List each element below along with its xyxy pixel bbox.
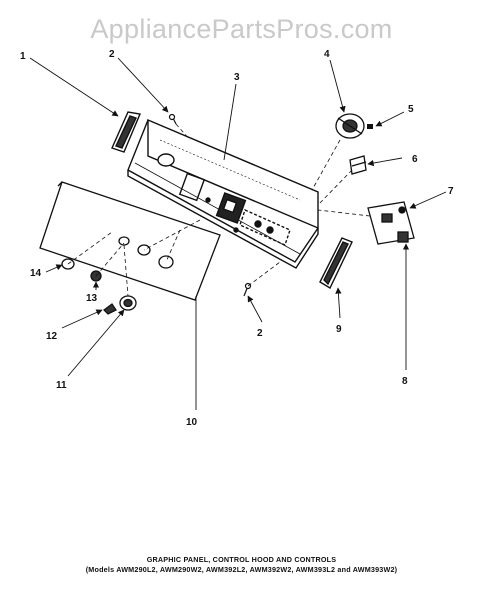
callout-5: 5 <box>408 104 414 115</box>
graphic-panel-part <box>39 181 221 301</box>
selector-switch-part <box>349 155 367 175</box>
diagram-title: GRAPHIC PANEL, CONTROL HOOD AND CONTROLS <box>146 555 337 564</box>
diagram-models: (Models AWM290L2, AWM290W2, AWM392L2, AW… <box>85 565 398 574</box>
water-level-switch-part <box>367 201 415 245</box>
callout-3: 3 <box>234 72 240 83</box>
callout-14: 14 <box>30 268 42 279</box>
callout-13: 13 <box>86 293 98 304</box>
left-end-cap-part <box>111 111 141 153</box>
callout-7: 7 <box>448 186 454 197</box>
watermark-logo: AppliancePartsPros.com <box>90 14 393 44</box>
right-end-cap-part <box>319 237 353 289</box>
callout-8: 8 <box>402 376 408 387</box>
clip-part <box>367 124 373 129</box>
callout-6: 6 <box>412 154 418 165</box>
alignment-lines <box>67 123 371 297</box>
callout-4: 4 <box>324 49 330 60</box>
callout-12: 12 <box>46 331 58 342</box>
callout-2-bottom: 2 <box>257 328 263 339</box>
callout-9: 9 <box>336 324 342 335</box>
callout-11: 11 <box>56 380 67 391</box>
callout-1: 1 <box>20 51 26 62</box>
leader-lines <box>29 57 447 410</box>
callout-10: 10 <box>186 417 198 428</box>
timer-part <box>335 113 365 139</box>
control-hood-part <box>127 118 319 269</box>
callout-2-top: 2 <box>109 49 115 60</box>
